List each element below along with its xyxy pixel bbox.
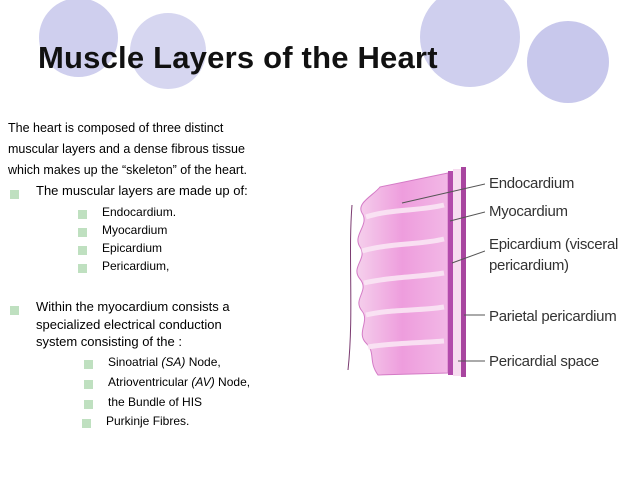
sub-bullet-text: Endocardium. (102, 205, 177, 219)
label-pericardial-space: Pericardial space (489, 353, 599, 370)
decorative-circle (39, 0, 118, 77)
bullet-square-icon (84, 398, 93, 409)
slide-title: Muscle Layers of the Heart (38, 40, 438, 75)
intro-paragraph: The heart is composed of three distinct … (8, 118, 338, 181)
bullet-line: Within the myocardium consists a (36, 299, 230, 314)
sub-bullet-item: Pericardium, (78, 259, 169, 273)
text-part: Node, (214, 375, 251, 389)
bullet-square-icon (78, 262, 87, 273)
sub-bullet-text: Pericardium, (102, 259, 170, 273)
text-part: Atrioventricular (108, 375, 192, 389)
label-epicardium-cont: pericardium) (489, 257, 569, 274)
muscle-fold (367, 338, 445, 350)
bullet-text: The muscular layers are made up of: (36, 183, 248, 198)
leader-line (401, 183, 485, 204)
intro-line: muscular layers and a dense fibrous tiss… (8, 142, 245, 156)
bullet-muscular-layers: The muscular layers are made up of: (10, 182, 248, 200)
label-myocardium: Myocardium (489, 203, 568, 220)
sub-bullet-text: Sinoatrial (SA) Node, (108, 355, 221, 369)
label-endocardium: Endocardium (489, 175, 575, 192)
bullet-square-icon (78, 208, 87, 219)
label-epicardium: Epicardium (visceral (489, 236, 619, 253)
sub-bullet-text: the Bundle of HIS (108, 395, 203, 409)
text-part: Sinoatrial (108, 355, 162, 369)
bullet-line: specialized electrical conduction (36, 316, 222, 332)
sub-bullet-text: Epicardium (102, 241, 163, 255)
sub-bullet-item: Atrioventricular (AV) Node, (84, 375, 250, 389)
muscle-fold (361, 236, 445, 254)
muscle-fold (365, 202, 445, 220)
bullet-line: system consisting of the : (36, 334, 182, 349)
sub-bullet-item: Endocardium. (78, 205, 176, 219)
text-emphasis: (SA) (161, 355, 186, 369)
leader-line (451, 250, 485, 264)
sub-bullet-item: Sinoatrial (SA) Node, (84, 355, 221, 369)
sub-bullet-item: Purkinje Fibres. (82, 414, 189, 428)
bullet-square-icon (78, 244, 87, 255)
text-emphasis: (AV) (191, 375, 215, 389)
epicardium-layer (448, 171, 453, 375)
text-part: Node, (185, 355, 221, 369)
sub-bullet-text: Myocardium (102, 223, 168, 237)
bullet-conduction-system: Within the myocardium consists a special… (10, 298, 230, 351)
sub-bullet-item: Epicardium (78, 241, 162, 255)
decorative-circle (420, 0, 520, 87)
label-parietal-pericardium: Parietal pericardium (489, 308, 617, 325)
bullet-square-icon (84, 378, 93, 389)
bullet-square-icon (10, 302, 19, 315)
bullet-square-icon (82, 417, 91, 428)
muscle-fold (365, 304, 445, 318)
sub-bullet-item: Myocardium (78, 223, 167, 237)
sub-bullet-text: Purkinje Fibres. (106, 414, 190, 428)
decorative-circle (130, 13, 206, 89)
pericardial-space (453, 169, 461, 376)
muscle-fold (363, 270, 445, 286)
sub-bullet-text: Atrioventricular (AV) Node, (108, 375, 250, 389)
bullet-square-icon (10, 186, 19, 199)
heart-wall-diagram (347, 167, 485, 377)
leader-line (449, 211, 485, 222)
sub-bullet-item: the Bundle of HIS (84, 395, 202, 409)
intro-line: The heart is composed of three distinct (8, 121, 224, 135)
bullet-square-icon (84, 358, 93, 369)
parietal-pericardium-layer (461, 167, 466, 377)
decorative-circle (527, 21, 609, 103)
endocardium-edge (347, 204, 353, 371)
bullet-square-icon (78, 226, 87, 237)
bullet-text: Within the myocardium consists a special… (36, 298, 230, 351)
intro-line: which makes up the “skeleton” of the hea… (8, 163, 248, 177)
